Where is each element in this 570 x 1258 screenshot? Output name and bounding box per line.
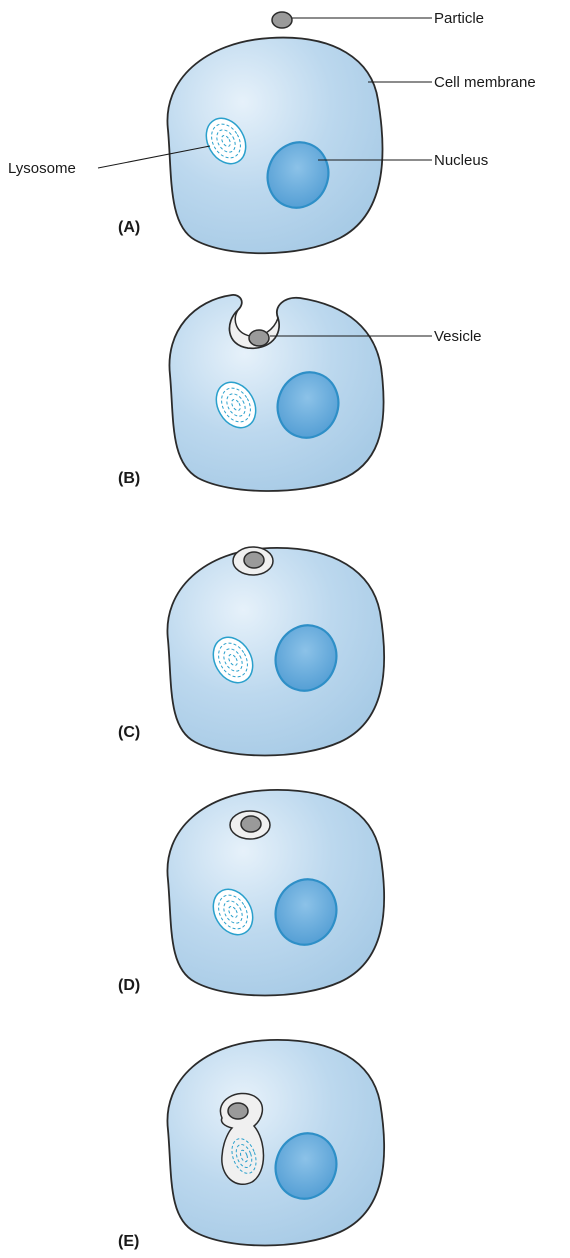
nucleus-label: Nucleus xyxy=(434,152,488,169)
particle-label: Particle xyxy=(434,10,484,27)
panel-label-d: (D) xyxy=(118,977,140,994)
nucleus xyxy=(274,878,338,946)
panel-d: (D) xyxy=(118,789,385,997)
lysosome-label: Lysosome xyxy=(8,160,76,177)
cell-body xyxy=(166,36,384,255)
nucleus xyxy=(274,1132,338,1200)
lysosome xyxy=(205,117,247,165)
lysosome xyxy=(215,381,257,429)
panel-label-c: (C) xyxy=(118,724,140,741)
particle xyxy=(243,551,265,569)
panel-c: (C) xyxy=(118,546,385,757)
lysosome xyxy=(231,1138,257,1174)
cell-body xyxy=(166,789,385,997)
panel-label-a: (A) xyxy=(118,219,140,236)
lysosome-leader xyxy=(97,145,211,169)
particle xyxy=(227,1102,249,1120)
panel-label-b: (B) xyxy=(118,470,140,487)
particle xyxy=(271,11,293,29)
lysosome xyxy=(212,636,254,684)
cell-body xyxy=(166,1039,385,1247)
vesicle-label: Vesicle xyxy=(434,328,482,345)
nucleus xyxy=(266,141,330,209)
lysosome xyxy=(212,888,254,936)
particle xyxy=(240,815,262,833)
panel-e: (E) xyxy=(118,1039,385,1250)
panel-b: Vesicle (B) xyxy=(118,294,482,492)
nucleus xyxy=(276,371,340,439)
panel-label-e: (E) xyxy=(118,1233,139,1250)
nucleus xyxy=(274,624,338,692)
cell-body xyxy=(168,294,385,492)
cell-membrane-label: Cell membrane xyxy=(434,74,536,91)
panel-a: Particle Cell membrane Nucleus Lysosome … xyxy=(8,10,536,255)
particle xyxy=(248,329,270,347)
